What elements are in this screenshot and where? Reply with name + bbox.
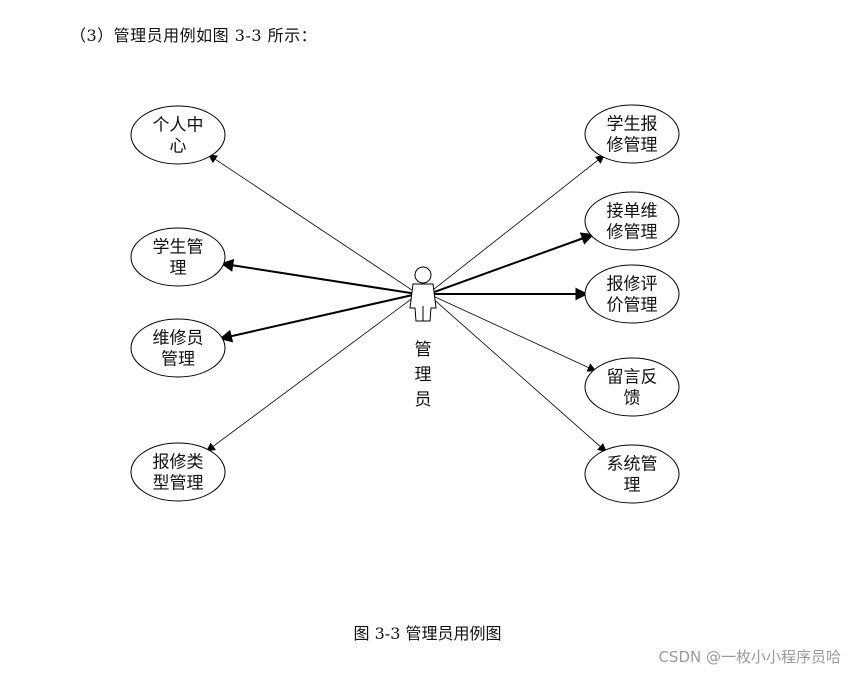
actor-label-line: 管 [415, 340, 432, 360]
use-case-label: 修管理 [607, 223, 658, 243]
use-case-label: 管理 [161, 350, 195, 370]
use-case-nodes: 个人中心学生管理维修员管理报修类型管理学生报修管理接单维修管理报修评价管理留言反… [130, 104, 680, 504]
use-case-ellipse [584, 444, 680, 504]
use-case-ellipse [130, 105, 226, 165]
use-case-label: 留言反 [607, 368, 658, 388]
figure-caption: 图 3-3 管理员用例图 [353, 624, 502, 643]
use-case-label: 学生报 [607, 115, 658, 135]
use-case-ellipse [584, 191, 680, 251]
intro-text: （3）管理员用例如图 3-3 所示： [70, 26, 318, 45]
use-case-label: 型管理 [153, 474, 204, 494]
use-case-label: 学生管 [153, 238, 204, 258]
use-case-ellipse [130, 442, 226, 502]
association-arrow-right-1 [432, 232, 595, 294]
use-case-label: 馈 [624, 389, 641, 409]
use-case-label: 系统管 [607, 455, 658, 475]
use-case-label: 理 [170, 259, 187, 279]
association-arrow-left-1 [220, 258, 414, 295]
use-case-label: 修管理 [607, 136, 658, 156]
association-arrow-right-4 [430, 296, 607, 453]
watermark: CSDN @一枚小小程序员哈 [658, 648, 841, 666]
use-case-label: 报修类 [153, 453, 204, 473]
association-arrow-left-3 [206, 296, 416, 452]
association-arrow-right-3 [431, 295, 597, 372]
use-case-ellipse [584, 357, 680, 417]
use-case-label: 报修评 [607, 275, 658, 295]
use-case-label: 个人中 [153, 116, 204, 136]
actor-label-line: 理 [415, 365, 432, 385]
association-lines [206, 154, 607, 453]
actor-label-line: 员 [415, 390, 432, 410]
association-arrow-left-0 [207, 154, 415, 293]
use-case-ellipse [584, 104, 680, 164]
use-case-ellipse [130, 318, 226, 378]
use-case-label: 维修员 [153, 329, 204, 349]
use-case-label: 心 [170, 137, 187, 157]
use-case-label: 理 [624, 476, 641, 496]
use-case-ellipse [584, 264, 680, 324]
use-case-label: 接单维 [607, 202, 658, 222]
use-case-label: 价管理 [607, 296, 658, 316]
association-arrow-right-0 [430, 154, 605, 292]
use-case-ellipse [130, 227, 226, 287]
actor-figure [409, 266, 437, 322]
association-arrow-left-2 [219, 293, 414, 343]
actor-label: 管 理 员 [415, 340, 432, 410]
